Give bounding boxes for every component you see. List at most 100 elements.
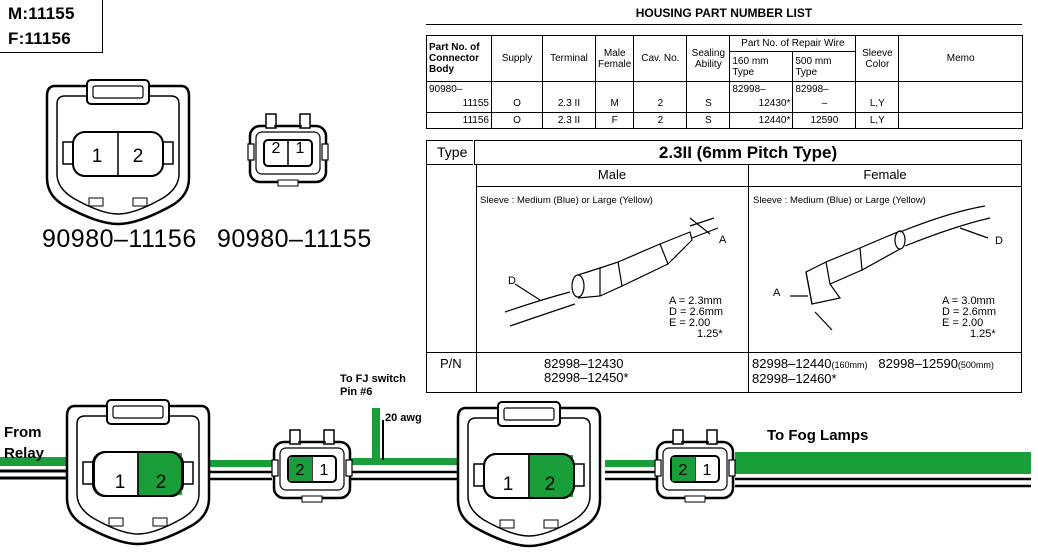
ref-large-cavity-2: 2 bbox=[133, 146, 144, 167]
female-spec-e2: 1.25* bbox=[970, 328, 996, 340]
row2-supply: O bbox=[491, 112, 543, 129]
th-sleeve-color: Sleeve Color bbox=[855, 35, 900, 82]
row1-terminal: 2.3 II bbox=[542, 81, 596, 113]
male-terminal-illustration bbox=[504, 217, 719, 327]
row1-part: 11155 bbox=[462, 98, 489, 109]
female-pn-1-note: (160mm) bbox=[831, 360, 868, 370]
male-spec-e2: 1.25* bbox=[697, 328, 723, 340]
th-male-female: Male Female bbox=[594, 35, 635, 82]
row1-supply: O bbox=[491, 81, 543, 113]
female-pn-2: 82998–12590 bbox=[878, 356, 958, 371]
small-connector-label: 90980–11155 bbox=[217, 225, 372, 253]
female-terminal-illustration bbox=[790, 205, 991, 331]
female-header: Female bbox=[863, 167, 907, 182]
male-header: Male bbox=[597, 167, 627, 182]
row2-sealing: S bbox=[686, 112, 731, 129]
relay-cavity-1: 1 bbox=[115, 472, 126, 493]
row1-sleeve: L,Y bbox=[855, 81, 900, 113]
relay-cavity-2: 2 bbox=[156, 472, 167, 493]
female-part-number: F:11156 bbox=[8, 29, 71, 48]
row2-sleeve: L,Y bbox=[855, 112, 900, 129]
grid-left-border bbox=[426, 165, 427, 393]
fj-cavity-1: 1 bbox=[320, 462, 329, 479]
fj-switch-line1: To FJ switch bbox=[340, 373, 406, 385]
th-supply: Supply bbox=[491, 35, 543, 82]
grid-header-rule bbox=[476, 186, 1022, 187]
type-value: 2.3II (6mm Pitch Type) bbox=[474, 140, 1022, 165]
female-callout-d: D bbox=[995, 235, 1003, 247]
female-spec-a: A = 3.0mm bbox=[942, 295, 995, 307]
male-spec-d: D = 2.6mm bbox=[669, 306, 724, 318]
grid-divider bbox=[748, 165, 749, 393]
female-pn-2-note: (500mm) bbox=[957, 360, 994, 370]
row1-cav: 2 bbox=[633, 81, 688, 113]
fog-lamp-cavity-1: 1 bbox=[703, 462, 712, 479]
row2-w160: 12440* bbox=[729, 112, 794, 129]
male-pn: 82998–12430 82998–12450* bbox=[544, 357, 629, 385]
large-connector-reference bbox=[45, 78, 191, 226]
female-pn: 82998–12440(160mm) 82998–12590(500mm) 82… bbox=[752, 357, 994, 386]
row2-mf: F bbox=[594, 112, 635, 129]
fog-relay-connector bbox=[456, 400, 602, 548]
ref-large-cavity-1: 1 bbox=[92, 146, 103, 167]
male-spec-e: E = 2.00 bbox=[669, 317, 711, 329]
th-sealing: Sealing Ability bbox=[686, 35, 731, 82]
row2-cav: 2 bbox=[633, 112, 688, 129]
female-pn-3: 82998–12460* bbox=[752, 371, 837, 386]
female-sleeve-note: Sleeve : Medium (Blue) or Large (Yellow) bbox=[753, 195, 926, 206]
fj-switch-line2: Pin #6 bbox=[340, 386, 373, 398]
grid-bottom-border bbox=[426, 392, 1022, 393]
fj-cavity-2: 2 bbox=[296, 462, 305, 479]
row2-w500: 12590 bbox=[792, 112, 857, 129]
row2-memo bbox=[898, 112, 1023, 129]
table-title: HOUSING PART NUMBER LIST bbox=[635, 6, 813, 20]
female-spec: A = 3.0mm D = 2.6mm E = 2.00 1.25* bbox=[942, 296, 996, 340]
row2-part: 11156 bbox=[426, 112, 492, 129]
male-part-number: M:11155 bbox=[8, 4, 75, 23]
table-row: 11156 O 2.3 II F 2 S 12440* 12590 L,Y bbox=[426, 112, 1023, 129]
from-relay-line2: Relay bbox=[4, 445, 45, 462]
row1-w160-top: 82998– bbox=[732, 84, 766, 95]
row1-w500-top: 82998– bbox=[795, 84, 829, 95]
male-callout-a: A bbox=[719, 234, 727, 246]
row1-w500: – bbox=[821, 98, 828, 109]
row1-mf: M bbox=[594, 81, 635, 113]
fj-switch-label: To FJ switch Pin #6 bbox=[340, 373, 406, 399]
pn-label: P/N bbox=[440, 356, 462, 371]
table-row: 90980–11155 O 2.3 II M 2 S 82998–12430* … bbox=[426, 81, 1023, 113]
th-part-no: Part No. of Connector Body bbox=[426, 35, 492, 82]
ref-small-cavity-2: 2 bbox=[272, 140, 281, 157]
from-relay-line1: From bbox=[4, 424, 42, 441]
th-terminal: Terminal bbox=[542, 35, 596, 82]
female-callout-a: A bbox=[773, 287, 781, 299]
awg-label: 20 awg bbox=[385, 412, 422, 424]
fog-lamps-label: To Fog Lamps bbox=[767, 427, 869, 444]
th-160mm: 160 mm Type bbox=[729, 51, 794, 82]
from-relay-label: From Relay bbox=[4, 422, 44, 464]
wire-harness bbox=[0, 408, 1031, 488]
female-spec-e: E = 2.00 bbox=[942, 317, 984, 329]
th-500mm: 500 mm Type bbox=[792, 51, 857, 82]
large-connector-label: 90980–11156 bbox=[42, 225, 197, 253]
male-spec: A = 2.3mm D = 2.6mm E = 2.00 1.25* bbox=[669, 296, 723, 340]
female-pn-1: 82998–12440 bbox=[752, 356, 832, 371]
male-sleeve-note: Sleeve : Medium (Blue) or Large (Yellow) bbox=[480, 195, 653, 206]
fog-relay-cavity-2: 2 bbox=[545, 474, 556, 495]
fog-relay-cavity-1: 1 bbox=[503, 474, 514, 495]
relay-connector bbox=[65, 398, 211, 546]
ref-small-cavity-1: 1 bbox=[296, 140, 305, 157]
small-connector-reference bbox=[246, 112, 330, 188]
housing-part-table: Part No. of Connector Body Supply Termin… bbox=[426, 35, 1023, 129]
row1-memo bbox=[898, 81, 1023, 113]
fj-switch-connector bbox=[270, 428, 354, 504]
male-pn-2: 82998–12450* bbox=[544, 370, 629, 385]
female-spec-d: D = 2.6mm bbox=[942, 306, 997, 318]
th-repair-wire: Part No. of Repair Wire bbox=[729, 35, 857, 52]
table-title-rule bbox=[426, 24, 1022, 25]
grid-pn-rule bbox=[426, 352, 1022, 353]
row1-part-top: 90980– bbox=[429, 84, 463, 95]
fog-lamp-connector bbox=[653, 428, 737, 504]
row1-sealing: S bbox=[686, 81, 731, 113]
type-label: Type bbox=[426, 140, 473, 165]
